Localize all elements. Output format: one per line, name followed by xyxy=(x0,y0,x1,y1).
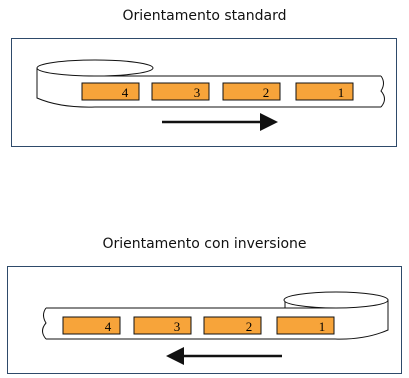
label: 4 xyxy=(62,316,121,335)
label-text: 1 xyxy=(319,319,326,334)
standard-panel-frame xyxy=(11,38,397,147)
standard-tape-strip xyxy=(95,75,385,108)
label: 2 xyxy=(203,316,262,335)
label: 4 xyxy=(81,82,140,101)
label-text: 4 xyxy=(105,319,112,334)
arrow-left-icon xyxy=(166,347,282,365)
label: 1 xyxy=(295,82,354,101)
inversion-tape-roll xyxy=(283,291,389,340)
label: 1 xyxy=(276,316,335,335)
label: 3 xyxy=(151,82,210,101)
inversion-labels: 4 3 2 1 xyxy=(62,316,335,335)
standard-labels: 4 3 2 1 xyxy=(81,82,354,101)
arrow-right-icon xyxy=(162,113,278,131)
label-text: 4 xyxy=(122,85,129,100)
label-text: 2 xyxy=(246,319,253,334)
label-text: 2 xyxy=(263,85,270,100)
label-text: 3 xyxy=(194,85,201,100)
label-text: 3 xyxy=(174,319,181,334)
standard-orientation-title: Orientamento standard xyxy=(122,8,287,24)
label: 2 xyxy=(222,82,281,101)
inversion-orientation-title: Orientamento con inversione xyxy=(102,236,307,252)
inversion-panel: 4 3 2 1 xyxy=(7,266,402,374)
inversion-panel-frame xyxy=(7,266,402,374)
label-text: 1 xyxy=(338,85,345,100)
standard-panel: 4 3 2 1 xyxy=(11,38,397,147)
label: 3 xyxy=(133,316,192,335)
standard-tape-roll xyxy=(36,59,154,108)
inversion-tape-strip xyxy=(42,307,335,340)
